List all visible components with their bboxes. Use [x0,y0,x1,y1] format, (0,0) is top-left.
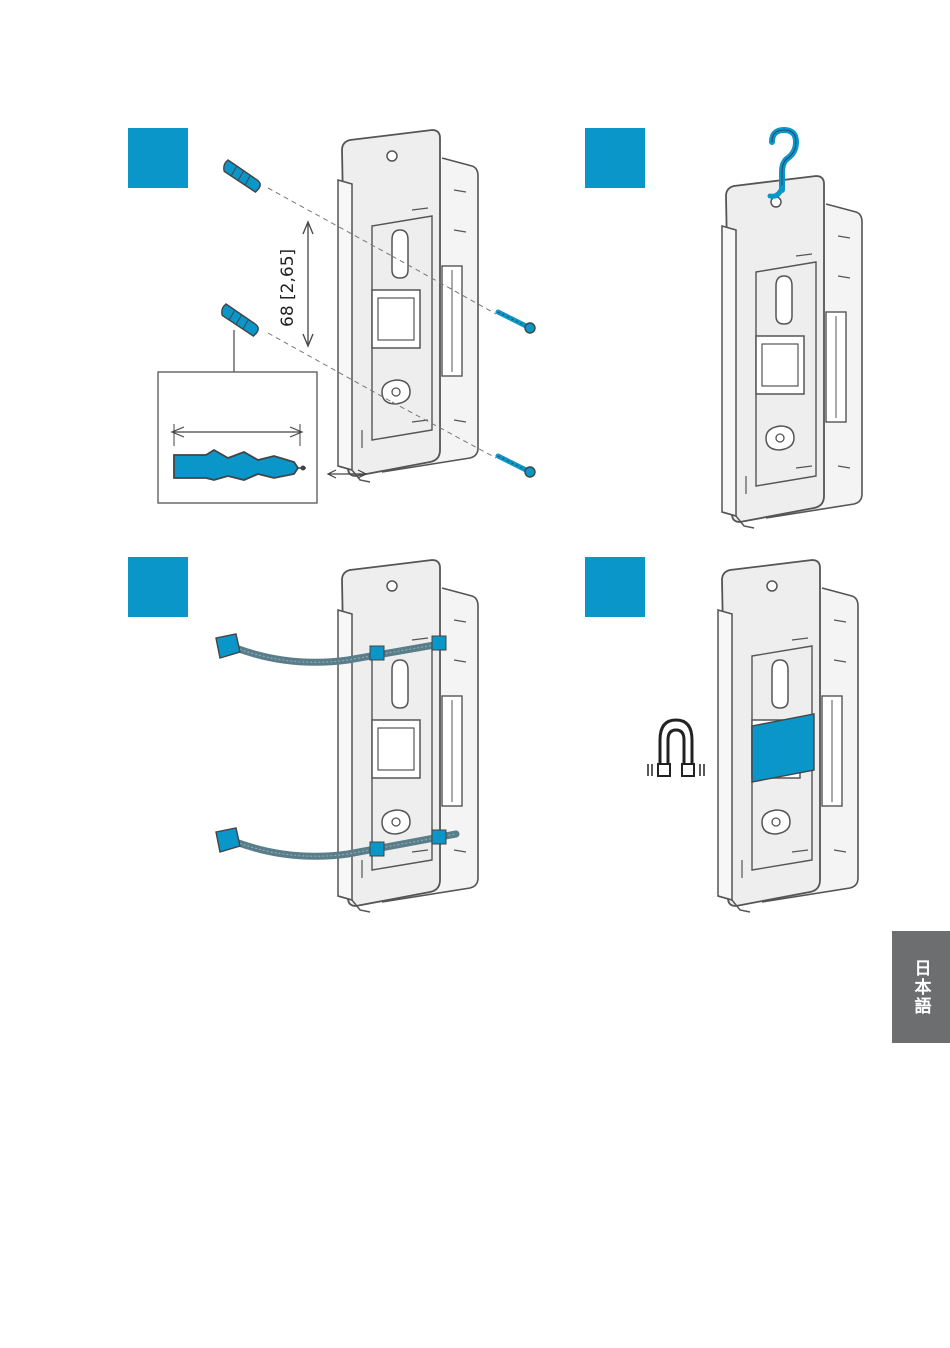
step-2-illustration [722,130,862,528]
magnet-icon [648,720,704,776]
language-tab[interactable]: 日本語 [892,931,950,1043]
step-1-illustration [158,130,535,503]
mounting-bracket-icon [338,130,478,482]
magnetic-pad [752,714,814,782]
screw-icon [498,312,535,333]
detail-box [158,372,317,503]
step-4-illustration [648,560,858,912]
mounting-bracket-icon [338,560,478,912]
wall-plug-icon [219,159,264,192]
screw-icon [498,456,535,477]
step-3-illustration [216,560,478,912]
dimension-label: 68 [2,65] [273,248,303,328]
wall-plug-icon [217,303,262,336]
mounting-bracket-icon [722,176,862,528]
